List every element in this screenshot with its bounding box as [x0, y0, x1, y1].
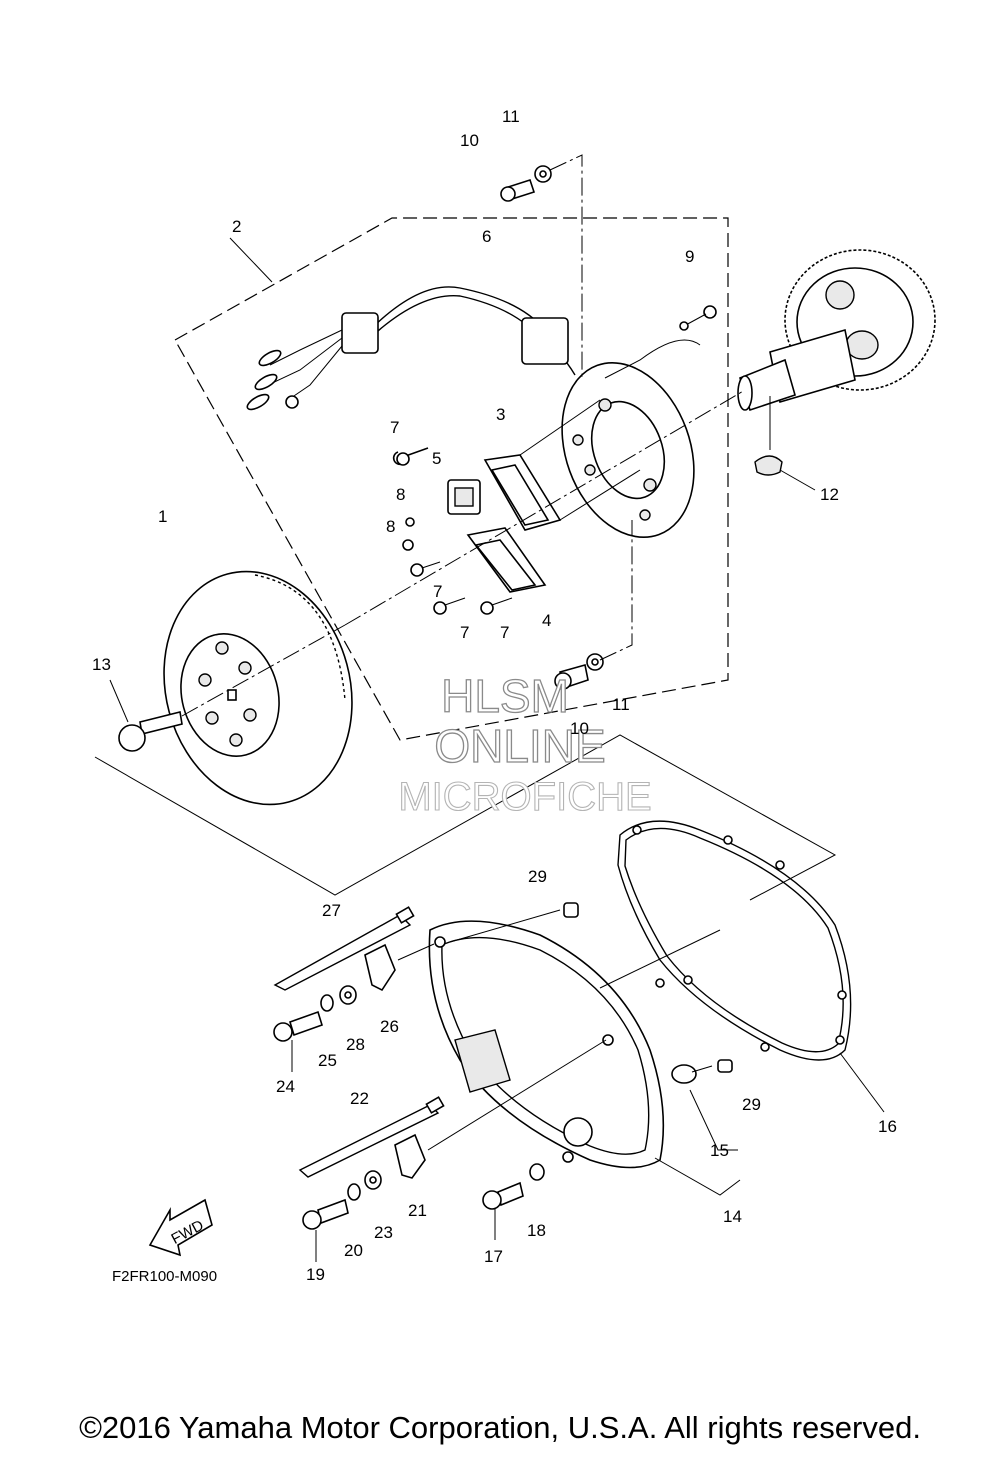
callout-20: 20 [344, 1241, 363, 1260]
callout-labels: 2 6 10 11 9 3 7 5 8 8 7 7 7 4 12 1 13 11… [92, 107, 897, 1284]
dowels-bushing [449, 902, 738, 1151]
callout-15: 15 [710, 1141, 729, 1160]
callout-4: 4 [542, 611, 551, 630]
copyright-notice: ©2016 Yamaha Motor Corporation, U.S.A. A… [79, 1410, 921, 1445]
callout-16: 16 [878, 1117, 897, 1136]
watermark-line-3: MICROFICHE [398, 775, 651, 819]
callout-3: 3 [496, 405, 505, 424]
callout-2: 2 [232, 217, 241, 236]
bolts-10-washers-11 [500, 154, 633, 690]
callout-23: 23 [374, 1223, 393, 1242]
reference-lines [94, 734, 837, 901]
stator-coils [447, 399, 641, 593]
gasket [617, 820, 885, 1113]
figure-code: F2FR100-M090 [112, 1268, 217, 1285]
callout-11-top: 11 [502, 107, 520, 126]
clamps [364, 943, 607, 1179]
callout-5: 5 [432, 449, 441, 468]
callout-22: 22 [350, 1089, 369, 1108]
callout-10-bottom: 10 [570, 719, 589, 738]
stator-plate [561, 362, 695, 538]
callout-10-top: 10 [460, 131, 479, 150]
callout-7-a: 7 [390, 418, 399, 437]
callout-1: 1 [158, 507, 167, 526]
woodruff-key [754, 396, 816, 491]
callout-13: 13 [92, 655, 111, 674]
callout-14: 14 [723, 1207, 742, 1226]
stator-assembly-box [174, 217, 729, 741]
callout-19: 19 [306, 1265, 325, 1284]
callout-29-top: 29 [528, 867, 547, 886]
callout-26: 26 [380, 1017, 399, 1036]
cover-bolts [273, 985, 545, 1262]
callout-12: 12 [820, 485, 839, 504]
callout-9: 9 [685, 247, 694, 266]
callout-11-bottom: 11 [612, 695, 630, 714]
callout-25: 25 [318, 1051, 337, 1070]
bolt-9 [679, 305, 717, 331]
callout-18: 18 [527, 1221, 546, 1240]
stator-screws [392, 447, 513, 615]
crankcase-cover [428, 920, 741, 1196]
flywheel [163, 570, 353, 806]
callout-6: 6 [482, 227, 491, 246]
crankshaft [737, 249, 936, 412]
cable-ties [273, 906, 445, 1178]
callout-7-b: 7 [433, 582, 442, 601]
watermark-line-2: ONLINE [434, 720, 605, 772]
callout-28: 28 [346, 1035, 365, 1054]
callout-8-a: 8 [396, 485, 405, 504]
watermark-line-1: HLSM [441, 670, 569, 722]
callout-24: 24 [276, 1077, 295, 1096]
callout-29-bottom: 29 [742, 1095, 761, 1114]
watermark: HLSM ONLINE MICROFICHE [398, 669, 652, 819]
callout-7-d: 7 [500, 623, 509, 642]
flywheel-bolt [109, 389, 746, 752]
callout-21: 21 [408, 1201, 427, 1220]
callout-7-c: 7 [460, 623, 469, 642]
fwd-arrow-icon: FWD [148, 1198, 213, 1257]
callout-8-b: 8 [386, 517, 395, 536]
wire-harness [246, 286, 701, 411]
callout-17: 17 [484, 1247, 503, 1266]
callout-27: 27 [322, 901, 341, 920]
